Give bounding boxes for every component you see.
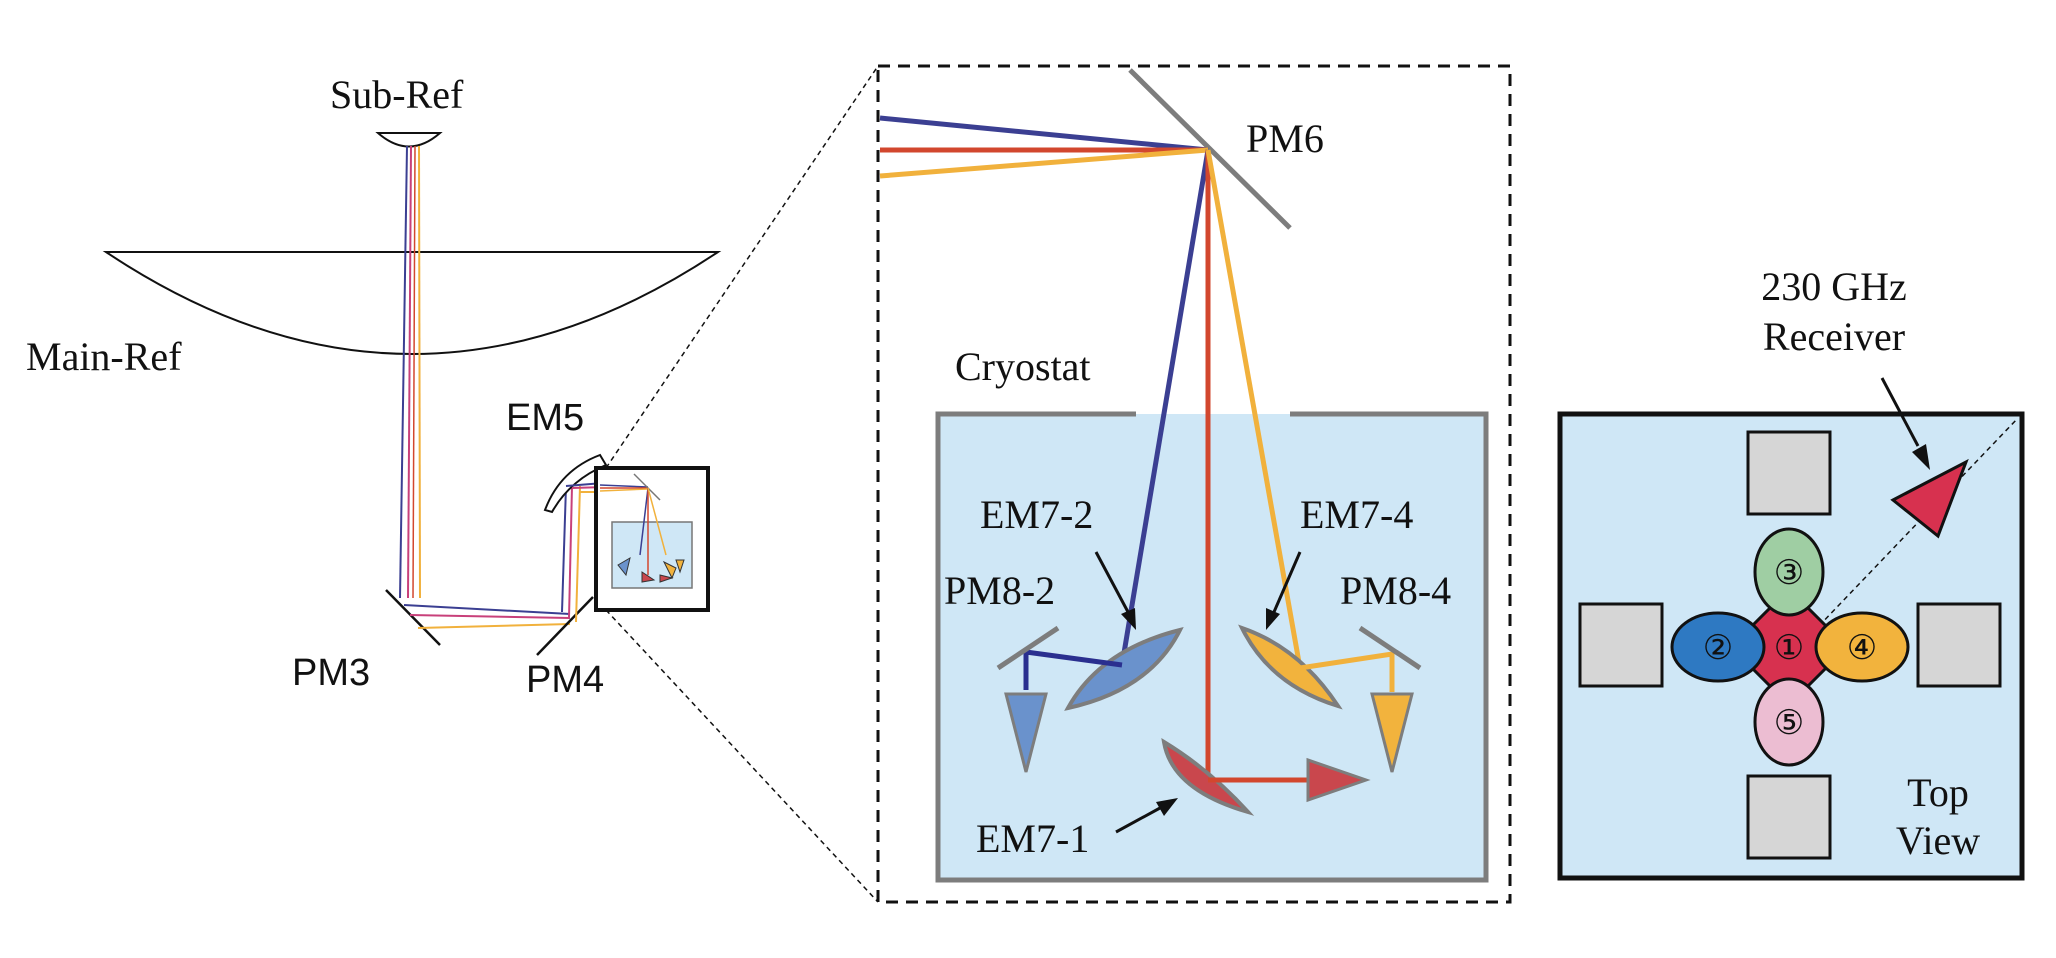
pm8-4-mirror <box>1358 625 1422 671</box>
receiver-horn <box>1890 458 1969 539</box>
feed-3 <box>1753 527 1825 617</box>
square-right <box>1916 602 2002 688</box>
feed-horn-2 <box>1004 692 1048 773</box>
label-pm6: PM6 <box>1246 116 1324 161</box>
em7-4-mirror <box>1238 624 1343 710</box>
telescope-overview: Sub-Ref Main-Ref EM5 PM3 PM4 <box>26 65 879 903</box>
top-view-panel: ① ② ③ ④ ⑤ 230 GHz Receiver Top View <box>1557 264 2025 881</box>
sub-reflector <box>375 132 443 148</box>
label-pm3: PM3 <box>292 652 370 694</box>
label-beam-5: ⑤ <box>1774 703 1804 743</box>
label-em7-1: EM7-1 <box>976 816 1089 861</box>
label-beam-2: ② <box>1703 628 1733 668</box>
label-sub-ref: Sub-Ref <box>330 72 464 117</box>
pm4-mirror <box>536 596 594 656</box>
em7-1-mirror <box>1161 738 1255 816</box>
main-reflector <box>102 251 722 355</box>
pm8-2-mirror <box>996 625 1060 671</box>
pm3-mirror <box>385 589 441 646</box>
label-pm8-2: PM8-2 <box>944 568 1055 613</box>
feed-5 <box>1753 677 1825 767</box>
square-left <box>1578 602 1664 688</box>
label-em7-2: EM7-2 <box>980 492 1093 537</box>
label-cryostat: Cryostat <box>955 344 1091 389</box>
label-receiver-line1: 230 GHz <box>1761 264 1907 309</box>
feed-horn-4 <box>1370 692 1414 773</box>
feed-4 <box>1814 611 1910 683</box>
label-em5: EM5 <box>506 397 584 439</box>
label-beam-1: ① <box>1774 628 1804 668</box>
label-top-view-line1: Top <box>1907 770 1969 815</box>
cryostat-zoom-view: Cryostat PM6 <box>876 64 1512 904</box>
label-main-ref: Main-Ref <box>26 334 182 379</box>
label-pm4: PM4 <box>526 659 604 701</box>
feed-horn-1 <box>1306 757 1371 803</box>
em7-2-mirror <box>1064 627 1184 711</box>
label-pm8-4: PM8-4 <box>1340 568 1451 613</box>
em5-mirror <box>543 453 608 514</box>
label-beam-4: ④ <box>1847 628 1877 668</box>
label-beam-3: ③ <box>1774 553 1804 593</box>
cryostat-body <box>938 414 1486 880</box>
square-bottom <box>1746 774 1832 860</box>
square-top <box>1746 430 1832 516</box>
label-top-view-line2: View <box>1896 818 1980 863</box>
feed-2 <box>1670 611 1766 683</box>
label-receiver-line2: Receiver <box>1763 314 1905 359</box>
pm6-mirror <box>1128 68 1292 230</box>
label-em7-4: EM7-4 <box>1300 492 1413 537</box>
